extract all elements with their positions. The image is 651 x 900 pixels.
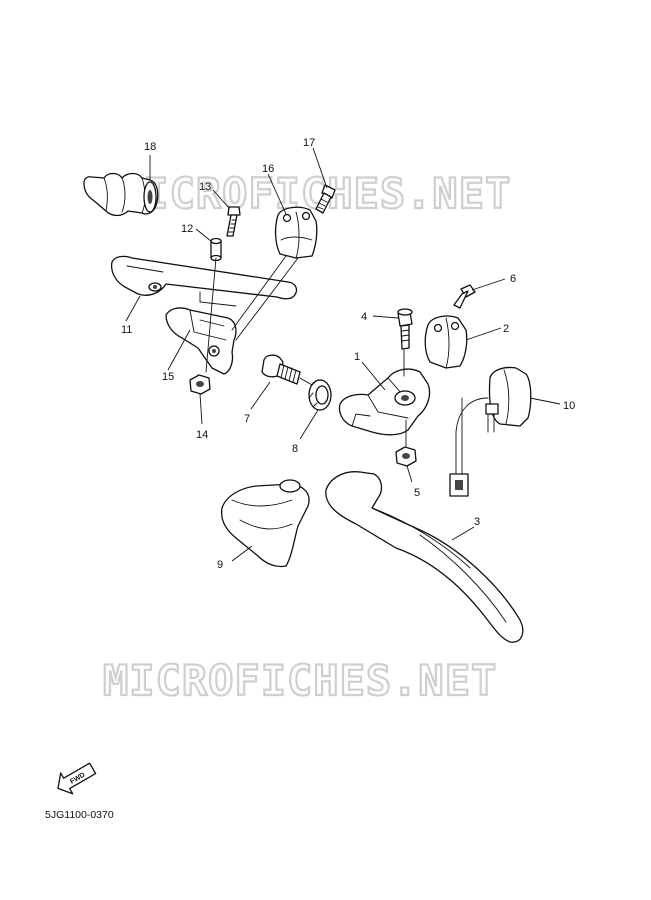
part-label-6: 6 xyxy=(510,273,516,285)
part-label-2: 2 xyxy=(503,323,509,335)
leader-lines xyxy=(125,147,561,562)
part-label-16: 16 xyxy=(262,163,274,175)
part-15-lever-holder[interactable] xyxy=(165,307,237,375)
part-label-9: 9 xyxy=(217,559,223,571)
part-label-10: 10 xyxy=(563,400,575,412)
part-label-3: 3 xyxy=(474,516,480,528)
part-label-5: 5 xyxy=(414,487,420,499)
diagram-code: 5JG1100-0370 xyxy=(45,809,114,821)
part-5-nut[interactable] xyxy=(395,446,417,467)
fwd-arrow: FWD xyxy=(57,762,97,795)
part-label-4: 4 xyxy=(361,311,367,323)
part-10-clutch-switch[interactable] xyxy=(449,366,532,497)
part-6-bolt[interactable] xyxy=(453,284,476,309)
part-8-locknut[interactable] xyxy=(308,379,332,411)
part-2-holder[interactable] xyxy=(424,315,468,369)
part-label-12: 12 xyxy=(181,223,193,235)
part-label-1: 1 xyxy=(354,351,360,363)
part-13-bolt[interactable] xyxy=(226,206,241,237)
part-9-lever-cover[interactable] xyxy=(220,479,310,568)
part-18-dust-boot[interactable] xyxy=(83,172,159,217)
part-1-lever-holder[interactable] xyxy=(338,368,431,436)
part-4-bolt[interactable] xyxy=(397,308,413,350)
part-label-18: 18 xyxy=(144,141,156,153)
part-label-15: 15 xyxy=(162,371,174,383)
part-7-adjuster[interactable] xyxy=(261,354,301,385)
watermark-top: MICROFICHES.NET xyxy=(117,169,511,218)
part-label-14: 14 xyxy=(196,429,208,441)
part-label-8: 8 xyxy=(292,443,298,455)
part-label-17: 17 xyxy=(303,137,315,149)
part-number-labels: 18 13 12 16 17 11 15 14 7 8 4 1 2 6 10 5… xyxy=(121,137,575,571)
watermark-bottom: MICROFICHES.NET xyxy=(103,656,497,705)
part-16-holder[interactable] xyxy=(274,206,318,259)
part-3-clutch-lever[interactable] xyxy=(325,471,524,643)
part-label-11: 11 xyxy=(121,324,132,336)
part-12-collar[interactable] xyxy=(210,237,222,262)
part-label-13: 13 xyxy=(199,181,211,193)
part-label-7: 7 xyxy=(244,413,250,425)
part-11-lever[interactable] xyxy=(110,255,298,300)
part-17-bolt[interactable] xyxy=(315,184,336,214)
part-14-nut[interactable] xyxy=(189,374,211,395)
